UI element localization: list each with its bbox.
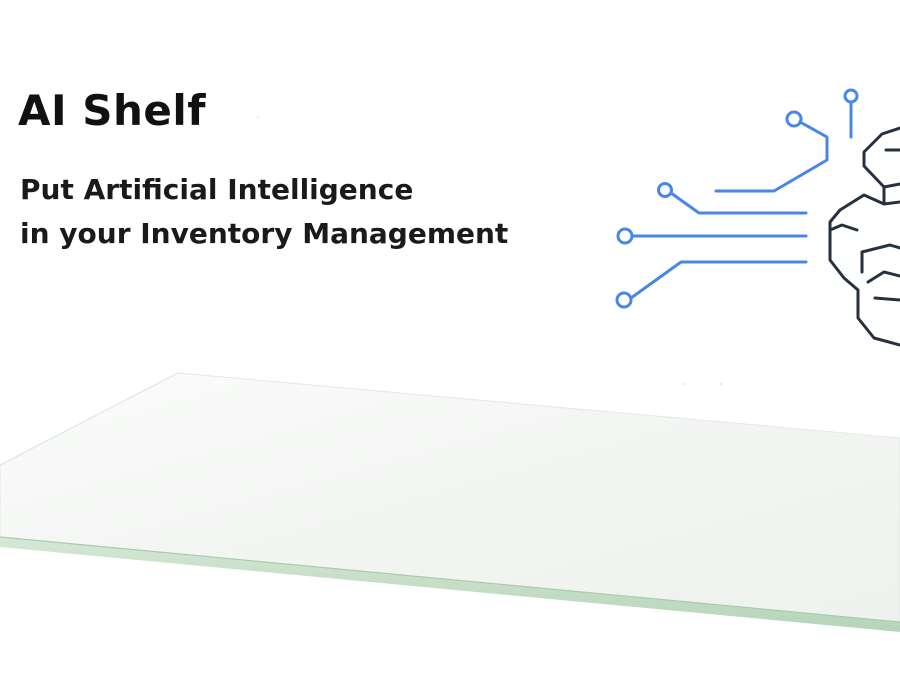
tagline-line-1: Put Artificial Intelligence xyxy=(20,173,414,206)
circuit-lines-icon xyxy=(615,88,859,309)
background-specks xyxy=(257,116,722,385)
tagline: Put Artificial Intelligence in your Inve… xyxy=(20,168,508,256)
brain-circuit-icon xyxy=(828,126,900,347)
page-title: AI Shelf xyxy=(18,86,207,135)
glass-shelf-illustration xyxy=(0,372,900,632)
tagline-line-2: in your Inventory Management xyxy=(20,217,509,250)
